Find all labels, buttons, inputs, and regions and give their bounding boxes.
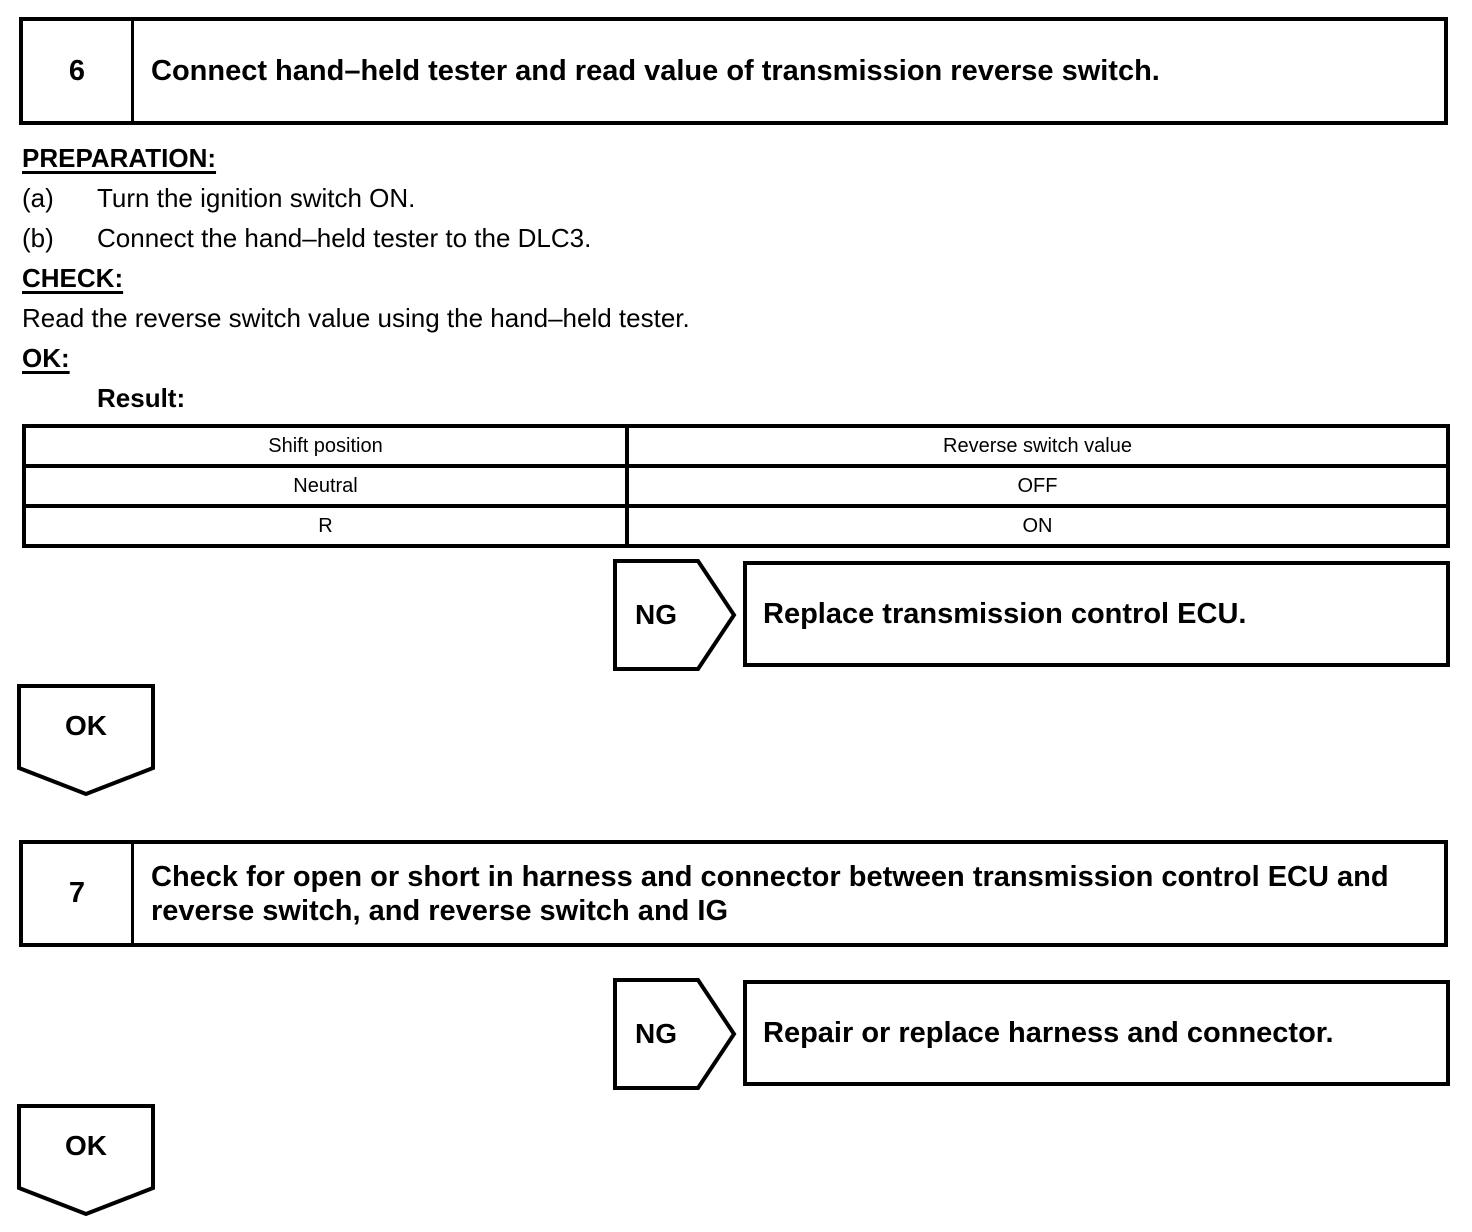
ok-label-1: OK bbox=[65, 710, 107, 741]
header-reverse-switch-value: Reverse switch value bbox=[625, 424, 1450, 468]
table-row-neutral: Neutral OFF bbox=[22, 464, 1450, 508]
cell-shift-r: R bbox=[22, 504, 629, 548]
preparation-item-b: (b) Connect the hand–held tester to the D… bbox=[22, 223, 591, 254]
ng-arrow-icon bbox=[613, 559, 737, 671]
preparation-heading: PREPARATION: bbox=[22, 143, 217, 173]
ng-action-box-1: Replace transmission control ECU. bbox=[743, 561, 1450, 667]
step-7-number: 7 bbox=[23, 844, 134, 943]
ok-arrow-icon bbox=[17, 684, 155, 797]
ng-action-box-2: Repair or replace harness and connector. bbox=[743, 980, 1450, 1086]
step-6-box: 6 Connect hand–held tester and read valu… bbox=[19, 17, 1448, 125]
result-table-header-row: Shift position Reverse switch value bbox=[22, 424, 1450, 468]
item-a-label: (a) bbox=[22, 183, 54, 213]
preparation-item-a: (a) Turn the ignition switch ON. bbox=[22, 183, 415, 214]
ng-label-1: NG bbox=[635, 598, 677, 630]
step-6-number: 6 bbox=[23, 21, 134, 121]
ok-arrow-icon bbox=[17, 1104, 155, 1217]
result-label: Result: bbox=[97, 383, 186, 413]
result-table: Shift position Reverse switch value Neut… bbox=[22, 424, 1450, 548]
header-shift-position: Shift position bbox=[22, 424, 629, 468]
step-7-title: Check for open or short in harness and c… bbox=[151, 860, 1389, 927]
table-row-r: R ON bbox=[22, 504, 1450, 548]
step-7-box: 7 Check for open or short in harness and… bbox=[19, 840, 1448, 947]
ng-arrow-icon bbox=[613, 978, 737, 1090]
ng-label-2: NG bbox=[635, 1017, 677, 1049]
cell-value-on: ON bbox=[625, 504, 1450, 548]
item-b-label: (b) bbox=[22, 223, 54, 253]
ok-heading: OK: bbox=[22, 343, 70, 373]
check-heading: CHECK: bbox=[22, 263, 124, 293]
cell-shift-neutral: Neutral bbox=[22, 464, 629, 508]
item-a-text: Turn the ignition switch ON. bbox=[97, 183, 416, 213]
item-b-text: Connect the hand–held tester to the DLC3… bbox=[97, 223, 592, 253]
ok-label-2: OK bbox=[65, 1130, 107, 1161]
check-text: Read the reverse switch value using the … bbox=[22, 303, 690, 333]
cell-value-off: OFF bbox=[625, 464, 1450, 508]
step-6-title: Connect hand–held tester and read value … bbox=[151, 55, 1160, 87]
